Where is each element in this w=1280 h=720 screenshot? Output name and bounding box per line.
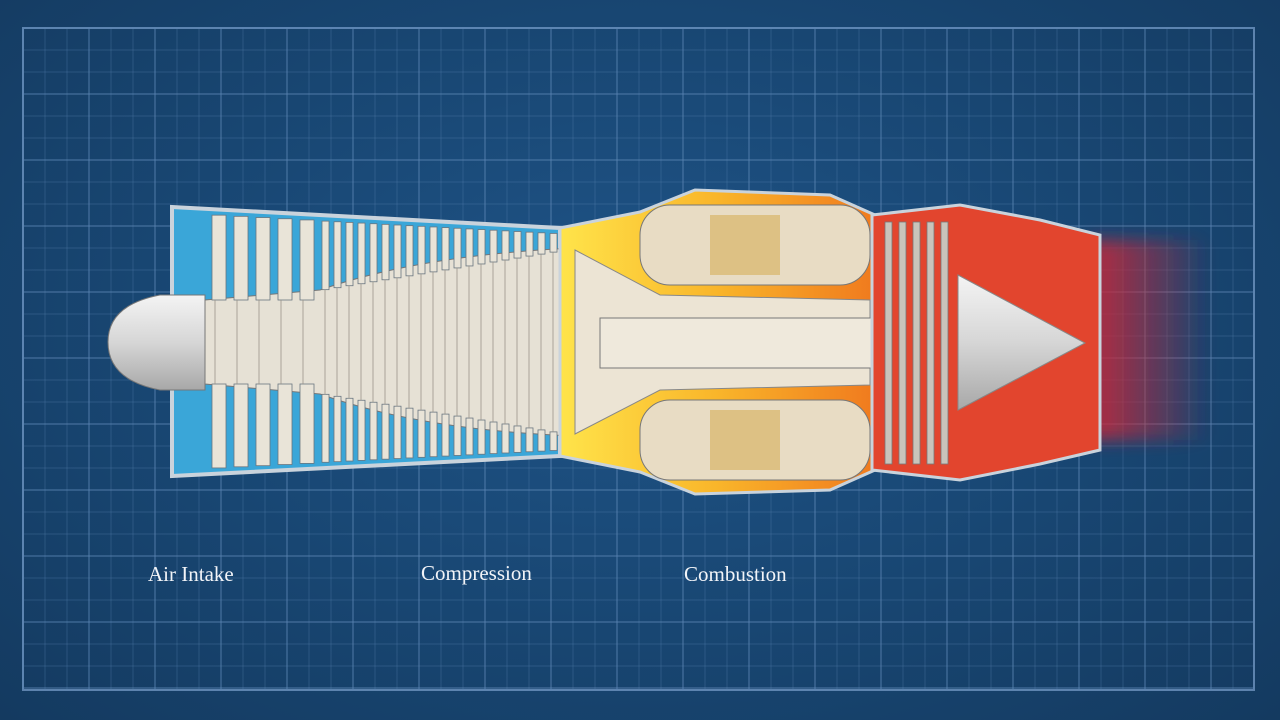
compressor-blade — [429, 411, 438, 458]
compressor-blade — [393, 224, 402, 279]
compressor-blade — [441, 413, 450, 457]
compressor-blade — [393, 405, 402, 459]
exhaust-cone — [957, 274, 1087, 411]
compressor-blade — [525, 427, 534, 453]
compressor-blade — [501, 230, 510, 261]
compressor-blade — [513, 231, 522, 259]
compressor-blade — [299, 383, 315, 464]
label-combustion: Combustion — [684, 562, 787, 586]
compressor-blade — [441, 227, 450, 271]
compressor-blade — [465, 417, 474, 456]
compressor-blade — [369, 401, 378, 461]
compressor-blade — [405, 407, 414, 459]
compressor-blade — [537, 232, 546, 255]
compressor-blade — [333, 395, 342, 463]
compressor-blade — [549, 233, 558, 253]
compressor-blade — [277, 383, 293, 465]
compressor-blade — [453, 415, 462, 456]
compressor-blade — [477, 229, 486, 265]
compressor-blade — [405, 225, 414, 277]
compressor-blade — [381, 223, 390, 281]
compressor-blade — [453, 227, 462, 269]
main-shaft — [599, 317, 881, 369]
compressor-blade — [277, 218, 293, 301]
turbine-blade — [940, 221, 949, 465]
label-compression: Compression — [421, 561, 532, 585]
compressor-blade — [211, 383, 227, 469]
compressor-blade — [333, 221, 342, 289]
compressor-blade — [233, 215, 249, 301]
compressor-blade — [501, 423, 510, 454]
compressor-blade — [211, 214, 227, 301]
compressor-blades — [211, 214, 558, 469]
label-air-intake: Air Intake — [148, 562, 234, 586]
compressor-blade — [549, 431, 558, 451]
turbine-blade — [898, 221, 907, 465]
compressor-blade — [465, 228, 474, 267]
compressor-blade — [233, 383, 249, 468]
compressor-blade — [369, 223, 378, 283]
nose-spinner — [107, 294, 206, 391]
turbine-blade — [912, 221, 921, 465]
turbine-blade — [884, 221, 893, 465]
compressor-blade — [513, 425, 522, 453]
compressor-blade — [345, 222, 354, 287]
compressor-blade — [489, 421, 498, 455]
turbine-blades — [884, 221, 949, 465]
compressor-blade — [299, 219, 315, 301]
compressor-blade — [357, 399, 366, 461]
compressor-blade — [321, 220, 330, 291]
compressor-blade — [417, 225, 426, 275]
compressor-blade — [321, 393, 330, 463]
compressor-blade — [429, 226, 438, 273]
compressor-blade — [345, 397, 354, 462]
combustor-flame-top — [710, 215, 780, 275]
compressor-blade — [357, 222, 366, 285]
compressor-blade — [477, 419, 486, 455]
compressor-blade — [417, 409, 426, 458]
compressor-blade — [489, 229, 498, 263]
combustor-flame-bottom — [710, 410, 780, 470]
compressor-blade — [255, 383, 271, 467]
exhaust-plume — [1090, 240, 1210, 440]
compressor-blade — [381, 403, 390, 460]
turbine-blade — [926, 221, 935, 465]
compressor-blade — [525, 231, 534, 257]
compressor-blade — [537, 429, 546, 452]
compressor-blade — [255, 217, 271, 301]
